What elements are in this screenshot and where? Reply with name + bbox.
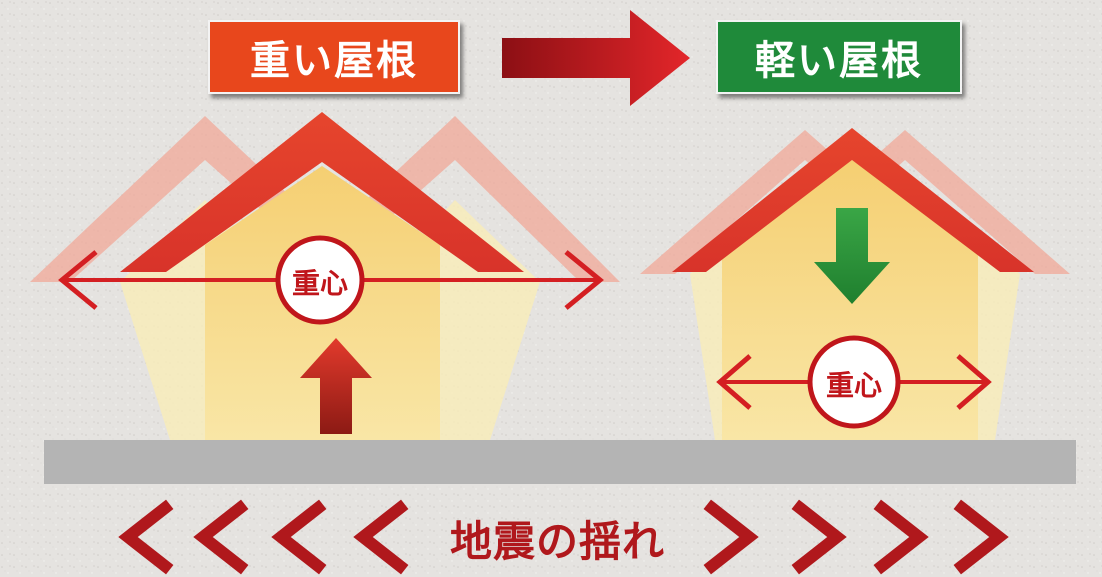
light-roof-label: 軽い屋根 [716, 20, 962, 94]
chevron-right-4 [953, 499, 1009, 575]
right-downward-arrow [814, 208, 890, 304]
light-roof-label-text: 軽い屋根 [755, 38, 923, 84]
left-house-sway-roof-left [30, 116, 360, 282]
chevron-left-3 [271, 499, 327, 575]
right-house-roof [672, 128, 1034, 272]
right-sway-arrow-head-right [956, 354, 992, 410]
right-house-sway-roof-left [640, 130, 950, 274]
chevron-left-1 [118, 499, 174, 575]
heavy-roof-label-text: 重い屋根 [250, 38, 418, 84]
earthquake-caption: 地震の揺れ [449, 516, 665, 566]
heavy-roof-label: 重い屋根 [208, 20, 460, 94]
ground-bar [44, 440, 1076, 484]
right-center-of-gravity-circle [807, 335, 901, 429]
right-chevrons [703, 499, 1009, 575]
right-sway-arrow-head-left [716, 354, 752, 410]
chevron-left-2 [193, 499, 249, 575]
left-center-of-gravity-label: 重心 [291, 267, 348, 300]
right-center-of-gravity-label: 重心 [825, 369, 882, 402]
right-house-sway-roof-right [760, 130, 1070, 274]
left-chevrons [118, 499, 409, 575]
transition-arrow [502, 10, 690, 106]
chevron-right-2 [791, 499, 847, 575]
chevron-right-3 [873, 499, 929, 575]
left-house-sway-roof-right [300, 116, 620, 282]
left-center-of-gravity-circle [275, 235, 365, 325]
left-sway-arrow-head-right [564, 250, 604, 310]
chevron-left-4 [353, 499, 409, 575]
chevron-right-1 [703, 499, 759, 575]
left-house-roof [120, 112, 524, 272]
left-upward-arrow [300, 338, 372, 434]
left-sway-arrow-head-left [58, 250, 98, 310]
